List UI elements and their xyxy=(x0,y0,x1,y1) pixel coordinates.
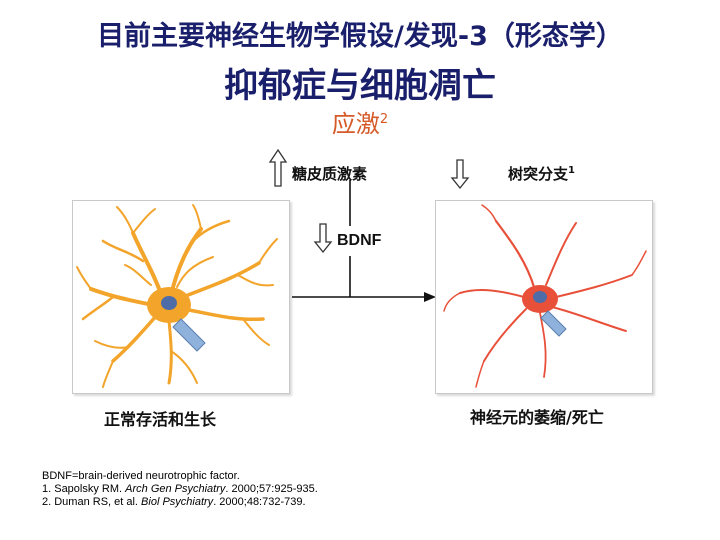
dendrite-ref: 1 xyxy=(568,165,575,176)
right-caption: 神经元的萎缩/死亡 xyxy=(470,408,604,427)
down-arrow-icon xyxy=(450,159,470,190)
bdnf-down-arrow-icon xyxy=(313,223,333,254)
atrophic-neuron-illustration xyxy=(443,204,647,388)
footnotes: BDNF=brain-derived neurotrophic factor. … xyxy=(42,470,318,509)
bdnf-label: BDNF xyxy=(337,232,382,249)
slide-subtitle: 抑郁症与细胞凋亡 xyxy=(224,66,496,106)
stress-ref: 2 xyxy=(379,112,389,127)
footnote-3-journal: Biol Psychiatry xyxy=(141,496,214,508)
left-caption: 正常存活和生长 xyxy=(104,410,217,429)
healthy-neuron-illustration xyxy=(76,204,278,388)
footnote-3-details: . 2000;48:732-739. xyxy=(213,496,306,508)
footnote-line-3: 2. Duman RS, et al. Biol Psychiatry. 200… xyxy=(42,496,318,509)
up-arrow-icon xyxy=(268,148,288,187)
healthy-neuron-panel xyxy=(72,200,290,394)
footnote-3-authors: 2. Duman RS, et al. xyxy=(42,496,142,508)
footnote-line-1: BDNF=brain-derived neurotrophic factor. xyxy=(42,470,240,482)
footnote-2-journal: Arch Gen Psychiatry xyxy=(125,483,226,495)
slide-title: 目前主要神经生物学假设/发现-3（形态学） xyxy=(97,21,623,52)
glucocorticoid-label: 糖皮质激素 xyxy=(292,165,368,183)
footnote-2-authors: 1. Sapolsky RM. xyxy=(42,483,126,495)
stress-label: 应激2 xyxy=(0,104,720,139)
atrophic-neuron-panel xyxy=(435,200,653,394)
dendrite-branching-label: 树突分支1 xyxy=(508,163,575,184)
dendrite-text: 树突分支 xyxy=(508,165,569,183)
stress-text: 应激 xyxy=(331,110,380,138)
footnote-2-details: . 2000;57:925-935. xyxy=(225,483,318,495)
footnote-line-2: 1. Sapolsky RM. Arch Gen Psychiatry. 200… xyxy=(42,483,318,496)
